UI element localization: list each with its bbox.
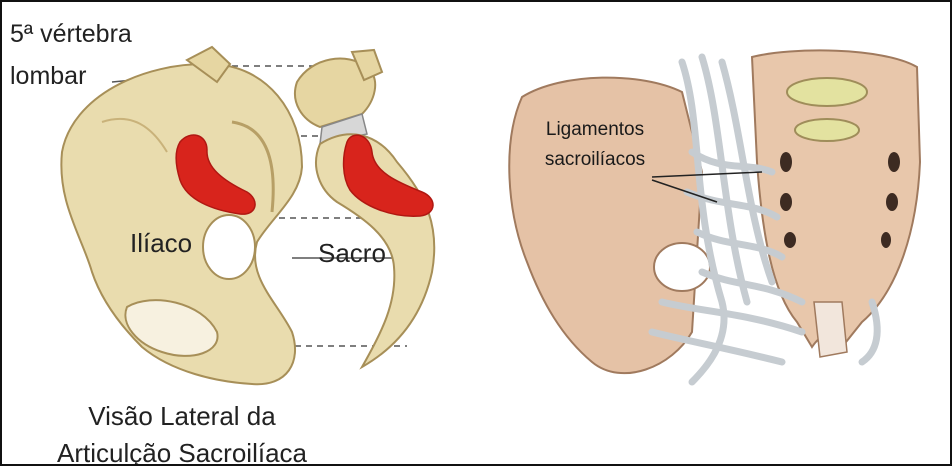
caption-line-2: Articulção Sacroilíaca	[32, 435, 332, 466]
ligamentos-line-2: sacroilíacos	[510, 145, 680, 175]
label-ligamentos: Ligamentos sacroilíacos	[510, 115, 680, 175]
label-sacro: Sacro	[318, 240, 386, 266]
figure-caption: Visão Lateral da Articulção Sacroilíaca	[32, 398, 332, 466]
ilium-bone	[61, 47, 302, 384]
label-vertebra: 5ª vértebra	[10, 22, 132, 47]
label-iliaco: Ilíaco	[130, 230, 192, 256]
label-lombar: lombar	[10, 64, 86, 89]
sacrum-lateral	[295, 50, 434, 367]
ligamentos-line-1: Ligamentos	[510, 115, 680, 145]
caption-line-1: Visão Lateral da	[32, 398, 332, 435]
